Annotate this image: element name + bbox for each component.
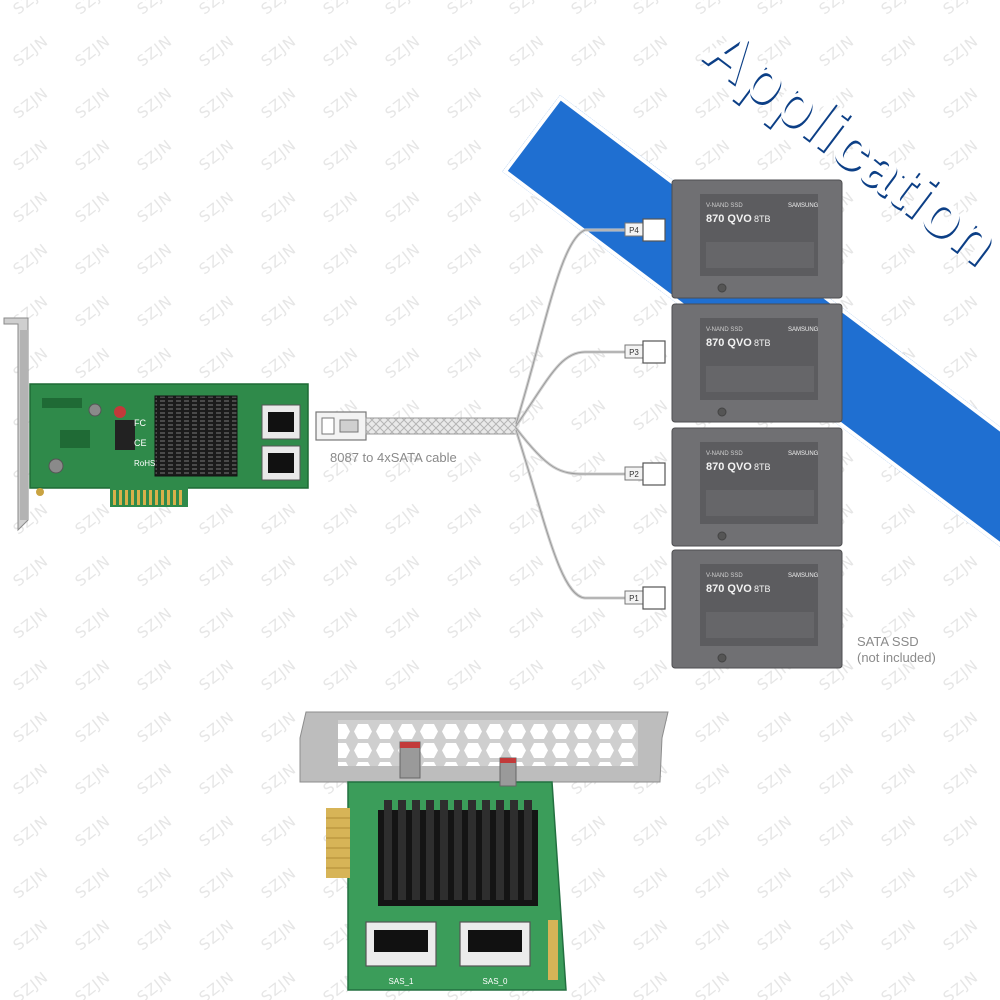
ssd-note-line2: (not included) — [857, 650, 936, 665]
svg-text:870 QVO: 870 QVO — [706, 461, 752, 473]
svg-text:V-NAND SSD: V-NAND SSD — [706, 451, 743, 457]
ssd-drive: V-NAND SSD 870 QVO 8TB SAMSUNG — [671, 427, 843, 547]
svg-text:8TB: 8TB — [754, 214, 771, 224]
svg-text:870 QVO: 870 QVO — [706, 583, 752, 595]
svg-text:SAMSUNG: SAMSUNG — [788, 451, 819, 457]
raid-controller-card-side: FC RoHS CE — [3, 317, 309, 532]
ssd-drive: V-NAND SSD 870 QVO 8TB SAMSUNG — [671, 303, 843, 423]
svg-text:P4: P4 — [629, 226, 639, 235]
rohs-mark: RoHS — [134, 459, 155, 468]
port-label-sas1: SAS_1 — [389, 977, 414, 986]
ssd-note-line1: SATA SSD — [857, 634, 919, 649]
svg-text:V-NAND SSD: V-NAND SSD — [706, 327, 743, 333]
svg-text:8TB: 8TB — [754, 462, 771, 472]
raid-controller-card-front: SAS_1 SAS_0 — [299, 711, 669, 991]
svg-text:SAMSUNG: SAMSUNG — [788, 327, 819, 333]
ssd-drive: V-NAND SSD 870 QVO 8TB SAMSUNG — [671, 549, 843, 669]
svg-text:870 QVO: 870 QVO — [706, 337, 752, 349]
sata-connector-p4: P4 — [624, 218, 666, 242]
svg-text:SAMSUNG: SAMSUNG — [788, 203, 819, 209]
svg-text:SAMSUNG: SAMSUNG — [788, 573, 819, 579]
svg-text:8TB: 8TB — [754, 338, 771, 348]
sata-connector-p2: P2 — [624, 462, 666, 486]
port-label-sas0: SAS_0 — [483, 977, 508, 986]
svg-text:V-NAND SSD: V-NAND SSD — [706, 203, 743, 209]
fc-mark: FC — [134, 418, 146, 428]
ce-mark: CE — [134, 438, 147, 448]
ssd-note: SATA SSD (not included) — [857, 634, 977, 666]
svg-text:8TB: 8TB — [754, 584, 771, 594]
ssd-drive: V-NAND SSD 870 QVO 8TB SAMSUNG — [671, 179, 843, 299]
cable-label: 8087 to 4xSATA cable — [330, 450, 457, 465]
sata-connector-p3: P3 — [624, 340, 666, 364]
svg-text:V-NAND SSD: V-NAND SSD — [706, 573, 743, 579]
sata-connector-p1: P1 — [624, 586, 666, 610]
svg-text:P1: P1 — [629, 594, 639, 603]
svg-text:870 QVO: 870 QVO — [706, 213, 752, 225]
sas-to-sata-cable — [315, 228, 625, 600]
svg-text:P2: P2 — [629, 470, 639, 479]
svg-text:P3: P3 — [629, 348, 639, 357]
